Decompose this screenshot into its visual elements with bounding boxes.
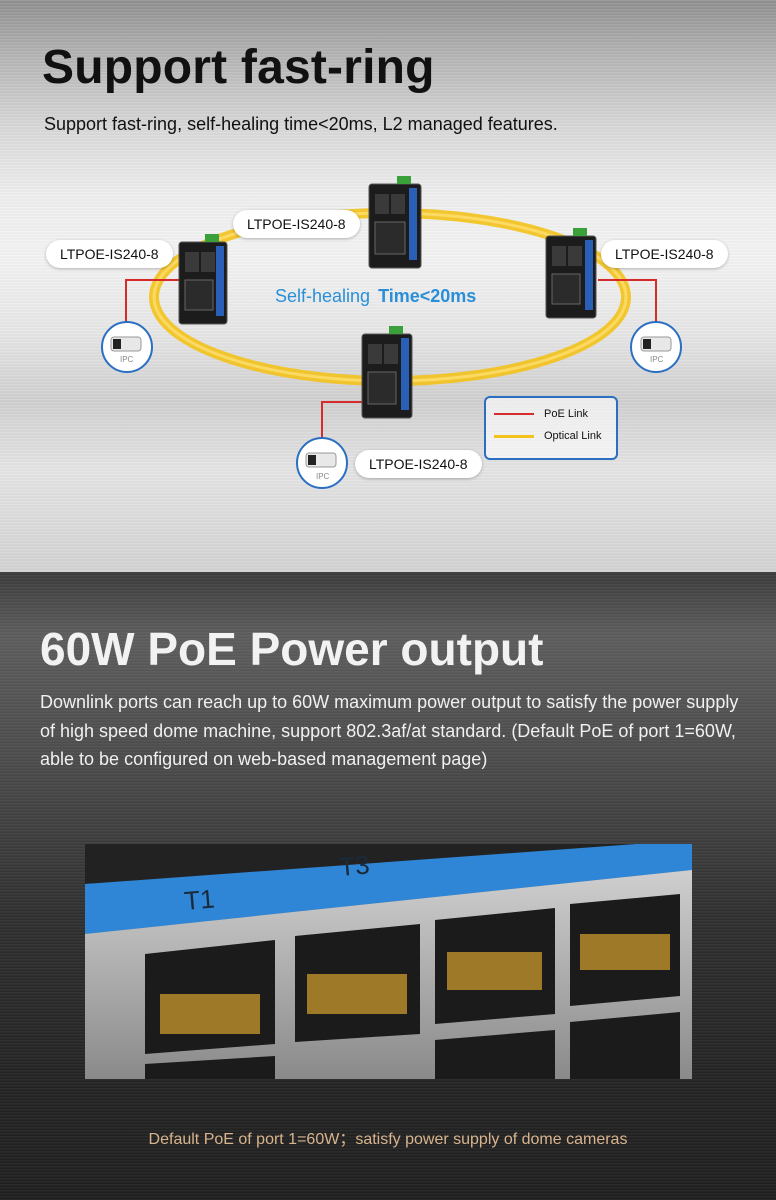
legend-label-poe: PoE Link: [544, 408, 589, 420]
device-label-right: LTPOE-IS240-8: [601, 240, 728, 268]
poe-link-swatch: [494, 413, 534, 416]
device-label-bottom: LTPOE-IS240-8: [355, 450, 482, 478]
fast-ring-title: Support fast-ring: [42, 41, 435, 94]
photo-caption: Default PoE of port 1=60W；satisfy power …: [148, 1131, 628, 1148]
port-4-icon: [570, 894, 680, 1006]
ring-topology-diagram: IPC IPC IPC LTPOE-IS240-8 LTPOE-IS240-8 …: [0, 160, 776, 520]
fast-ring-subtitle: Support fast-ring, self-healing time<20m…: [44, 114, 558, 134]
legend-item-poe: PoE Link: [494, 408, 588, 424]
switch-bottom-icon: [361, 326, 413, 419]
switch-right-icon: [545, 228, 597, 319]
switch-left-icon: [178, 234, 228, 325]
port-1-icon: [145, 940, 275, 1054]
port-3-icon: [435, 908, 555, 1024]
port-label-t1: T1: [183, 883, 216, 916]
ring-caption: Self-healing Time<20ms: [275, 286, 476, 307]
port-2-icon: [295, 924, 420, 1042]
ip-camera-bottom-icon: [296, 437, 348, 489]
link-legend: PoE Link Optical Link: [484, 396, 618, 460]
poe-link-bottom: [321, 401, 362, 445]
poe-output-section: 60W PoE Power output Downlink ports can …: [0, 572, 776, 1200]
optical-link-swatch: [494, 434, 534, 438]
port-label-t3: T3: [338, 849, 371, 882]
camera-label-left: IPC: [120, 355, 134, 364]
rj45-ports-photo: T1 T3: [85, 844, 692, 1079]
rj45-ports-graphic: T1 T3: [85, 844, 692, 1079]
fast-ring-section: Support fast-ring Support fast-ring, sel…: [0, 0, 776, 572]
legend-item-optical: Optical Link: [494, 430, 601, 446]
poe-output-title: 60W PoE Power output: [40, 623, 544, 675]
device-label-left: LTPOE-IS240-8: [46, 240, 173, 268]
ring-topology-graphic: [101, 176, 682, 489]
camera-label-right: IPC: [650, 355, 664, 364]
camera-label-bottom: IPC: [316, 472, 330, 481]
ip-camera-left-icon: [101, 321, 153, 373]
poe-output-description: Downlink ports can reach up to 60W maxim…: [40, 692, 739, 769]
poe-link-right: [598, 279, 657, 332]
ip-camera-right-icon: [630, 321, 682, 373]
legend-label-optical: Optical Link: [544, 430, 602, 442]
device-label-top: LTPOE-IS240-8: [233, 210, 360, 238]
ring-caption-text: Self-healing: [275, 286, 371, 306]
switch-top-icon: [368, 176, 422, 269]
ring-caption-emphasis: Time<20ms: [378, 286, 477, 306]
